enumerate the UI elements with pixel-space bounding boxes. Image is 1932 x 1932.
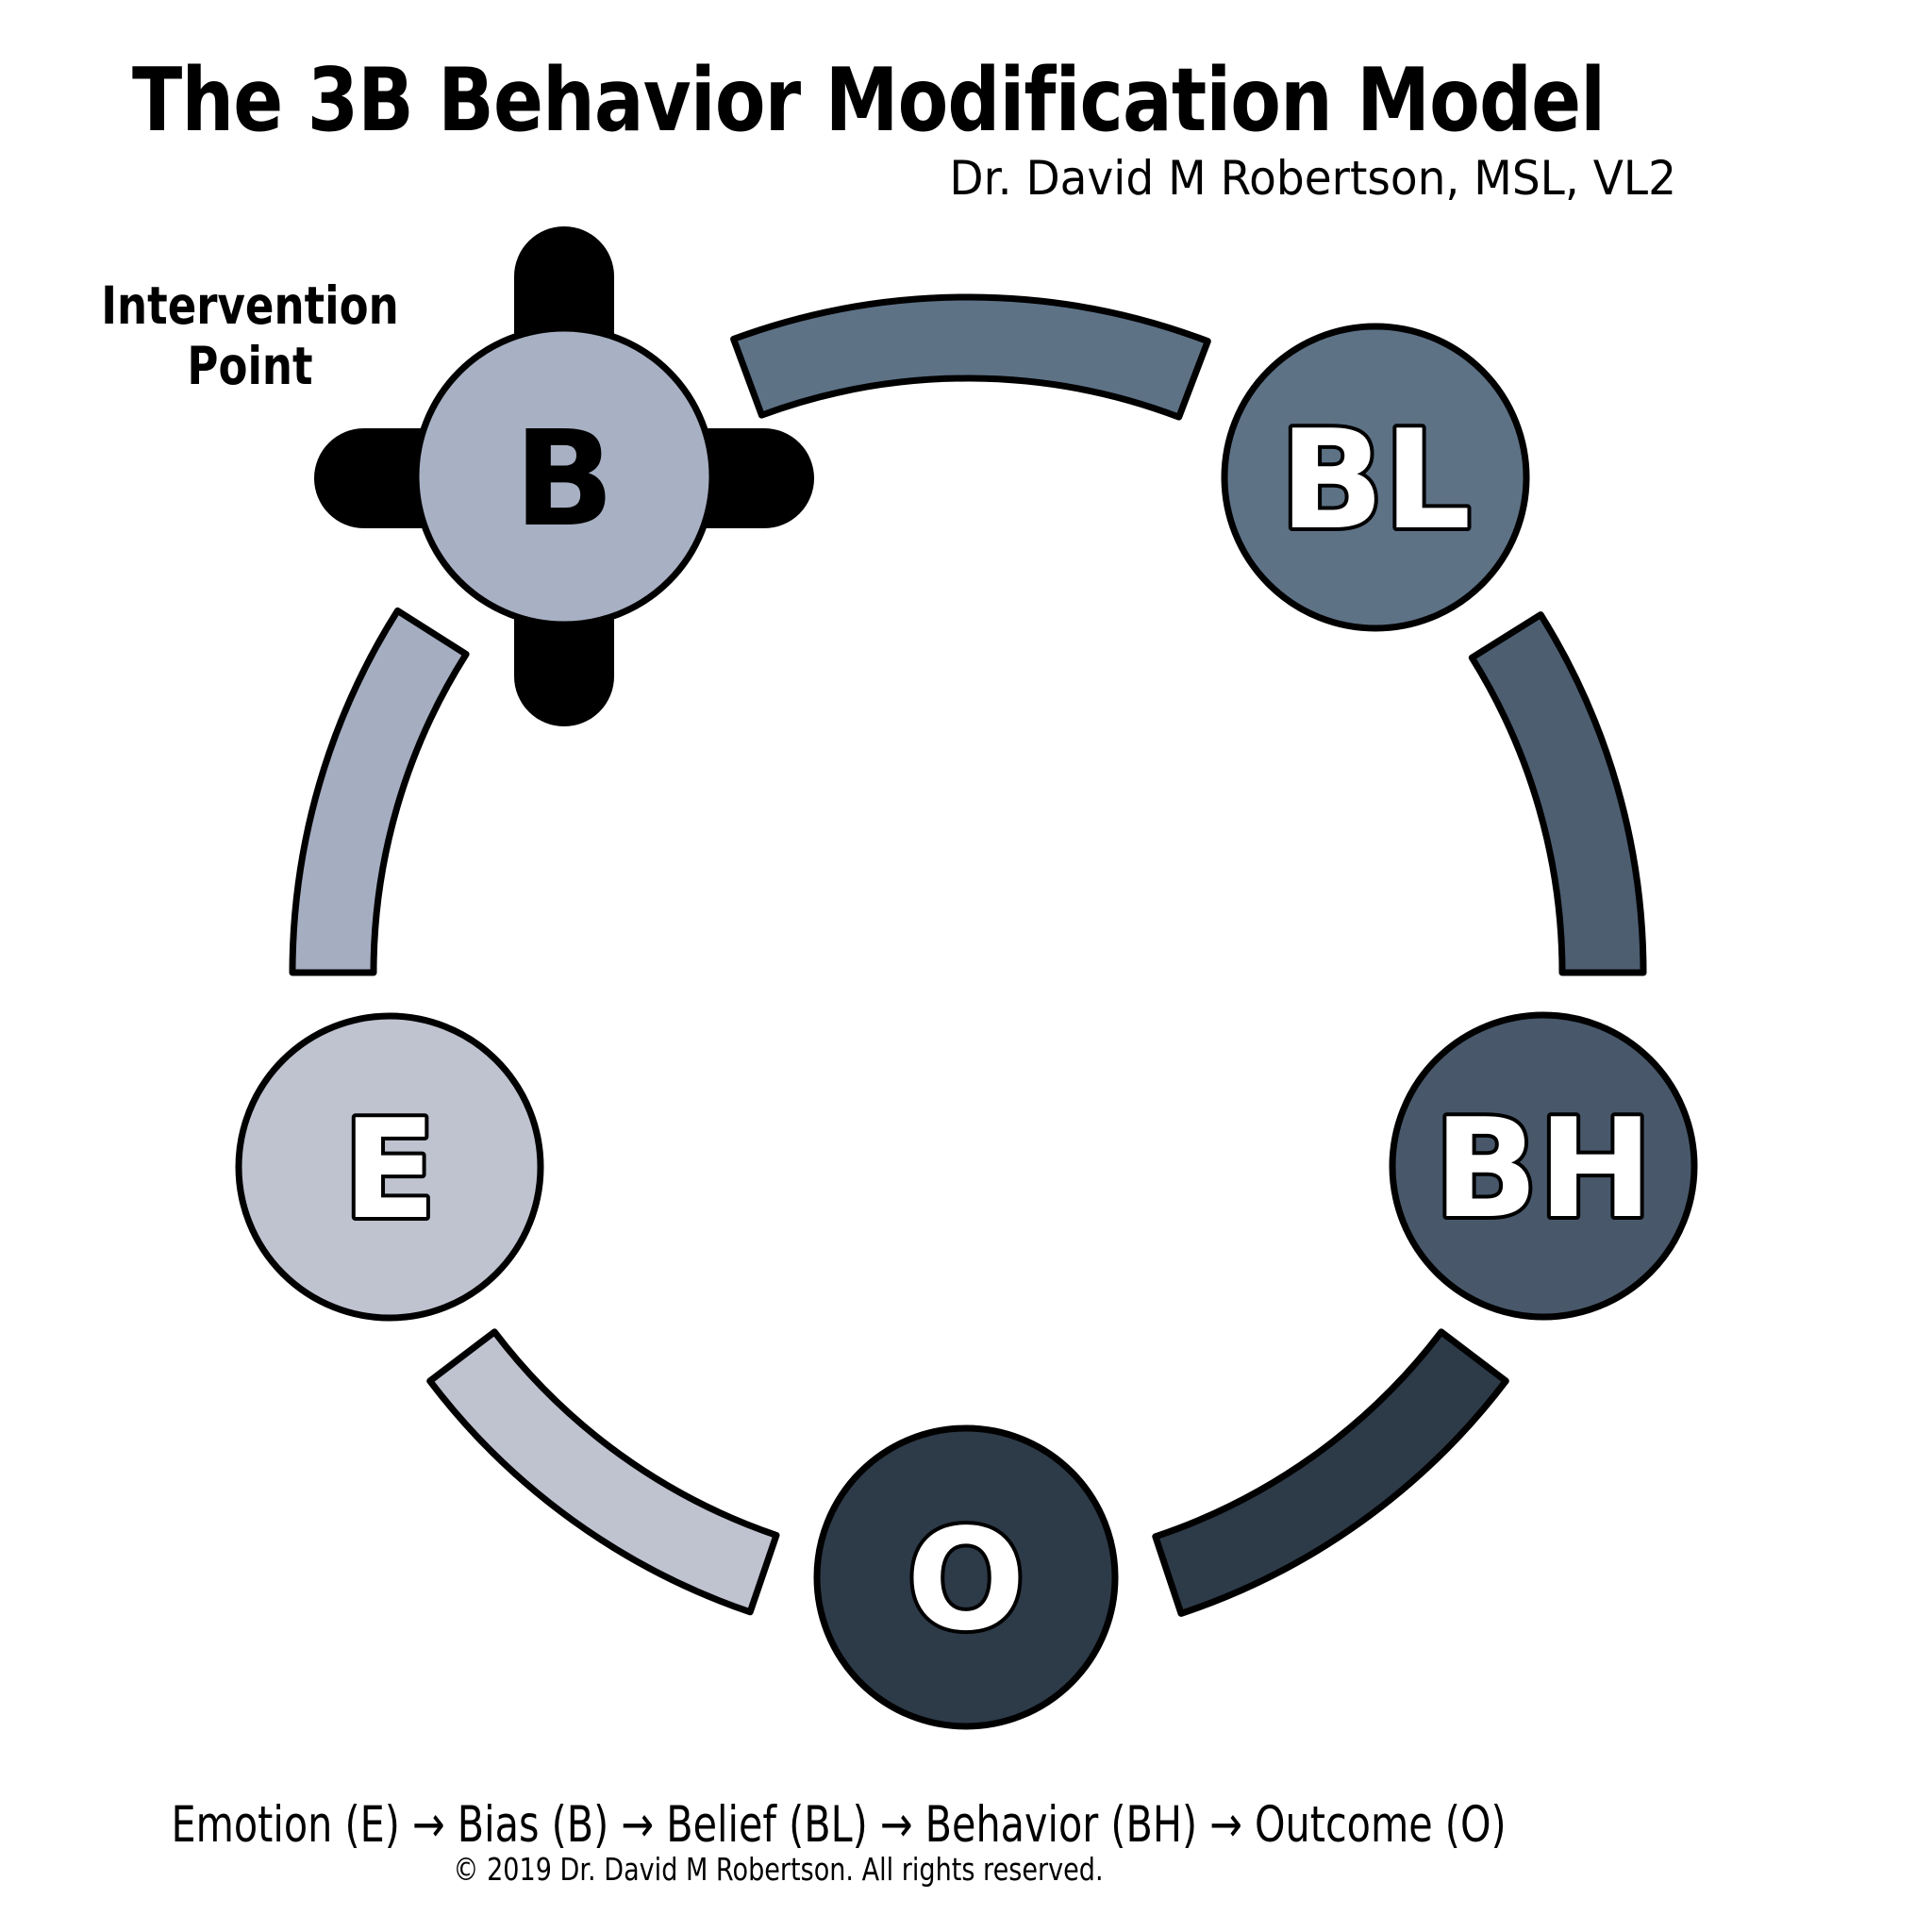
sequence-formula: Emotion (E) → Bias (B) → Belief (BL) → B… bbox=[171, 1796, 1507, 1854]
node-circle-bl bbox=[1221, 323, 1530, 632]
arc-e-to-b bbox=[289, 607, 470, 976]
node-label-e: E bbox=[342, 1091, 436, 1250]
node-label-o: O bbox=[907, 1499, 1025, 1661]
node-label-bh: BH bbox=[1434, 1090, 1653, 1249]
intervention-point-label: Intervention Point bbox=[76, 275, 425, 396]
node-label-bl: BL bbox=[1280, 401, 1472, 560]
node-circle-e bbox=[235, 1012, 544, 1322]
node-circle-b bbox=[412, 325, 716, 628]
arc-b-to-bl bbox=[730, 293, 1211, 421]
node-circle-bh bbox=[1389, 1011, 1698, 1321]
arc-bh-to-o bbox=[1152, 1328, 1509, 1617]
node-label-b: B bbox=[514, 403, 615, 557]
copyright-notice: © 2019 Dr. David M Robertson. All rights… bbox=[453, 1851, 1104, 1888]
page-title: The 3B Behavior Modification Model bbox=[132, 49, 1606, 151]
intervention-point-label-line1: Intervention bbox=[101, 275, 399, 336]
intervention-point-label-line2: Point bbox=[187, 336, 313, 396]
page-subtitle: Dr. David M Robertson, MSL, VL2 bbox=[949, 151, 1676, 206]
arc-bl-to-bh bbox=[1468, 611, 1647, 976]
node-circle-o bbox=[813, 1424, 1119, 1730]
arc-o-to-e bbox=[426, 1328, 780, 1616]
